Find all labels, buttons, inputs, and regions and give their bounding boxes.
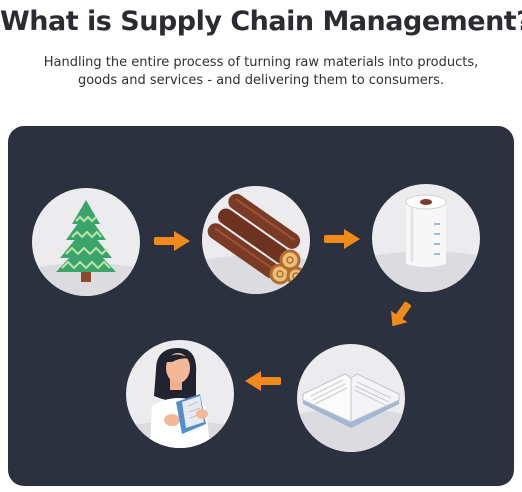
process-panel	[8, 126, 514, 486]
open-book-icon	[297, 373, 405, 452]
arrow-left-icon	[245, 371, 281, 391]
step-paper-product	[372, 184, 480, 292]
paper-roll-icon	[372, 194, 480, 292]
page-subtitle: Handling the entire process of turning r…	[0, 54, 522, 90]
step-book-product	[297, 344, 405, 452]
page-title: What is Supply Chain Management?	[0, 6, 522, 37]
subtitle-line-1: Handling the entire process of turning r…	[43, 55, 479, 70]
arrow-right-icon	[154, 231, 190, 251]
woman-reading-book-icon	[126, 348, 234, 448]
step-consumer	[126, 340, 234, 448]
arrow-right-icon	[324, 229, 360, 249]
wood-logs-icon	[202, 193, 310, 294]
step-raw-material	[32, 188, 140, 296]
arrow-down-left-icon	[391, 301, 411, 327]
subtitle-line-2: goods and services - and delivering them…	[77, 73, 445, 88]
pine-tree-icon	[32, 200, 140, 296]
step-processing-logs	[202, 186, 310, 294]
